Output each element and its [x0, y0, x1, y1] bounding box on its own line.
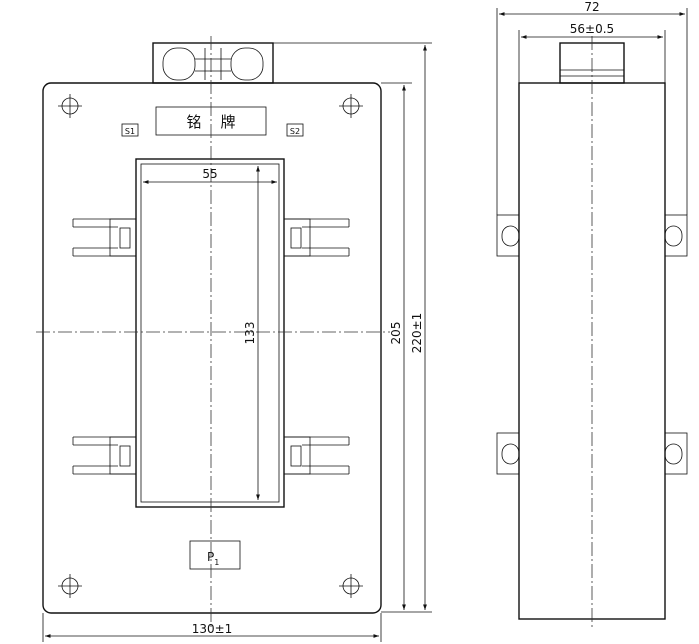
dim-terminal-width-label: 56±0.5: [570, 22, 614, 36]
mounting-clip-right-upper: [283, 218, 350, 257]
dimension-total-depth: 72: [496, 0, 688, 215]
mounting-clip-left-upper: [72, 218, 137, 257]
primary-window-inner: [140, 163, 280, 503]
terminal-s2-label: S2: [290, 127, 300, 136]
dim-body-height-label: 205: [389, 322, 403, 345]
mounting-hole-top-left: [58, 94, 82, 118]
dimension-overall-height: 220±1: [410, 45, 427, 610]
mounting-clip-left-lower: [72, 436, 137, 475]
dim-window-height-label: 133: [243, 322, 257, 345]
side-view: 72 56±0.5: [496, 0, 688, 628]
terminal-p1-box: [189, 540, 241, 570]
dimension-width: 130±1: [42, 613, 382, 642]
nameplate-label: 铭 牌: [186, 113, 235, 131]
dim-overall-height-label: 220±1: [410, 313, 424, 354]
mounting-hole-top-right: [339, 94, 363, 118]
side-clip-right-lower: [664, 432, 688, 475]
top-terminal-block: [152, 42, 274, 84]
side-clip-left-lower: [496, 432, 520, 475]
side-clip-right-upper: [664, 214, 688, 257]
transformer-body-outline: [42, 82, 382, 614]
dim-total-depth-label: 72: [584, 0, 599, 14]
side-clip-left-upper: [496, 214, 520, 257]
dimension-body-height: 205: [389, 85, 406, 610]
dimension-terminal-width: 56±0.5: [518, 22, 666, 83]
primary-window-outer: [135, 158, 285, 508]
dimension-window-height: 133: [243, 166, 260, 500]
mounting-hole-bottom-right: [339, 574, 363, 598]
dim-window-width-label: 55: [202, 167, 217, 181]
front-view: 铭 牌 S1 S2: [36, 36, 432, 642]
terminal-s2-box: [286, 123, 304, 137]
mounting-hole-bottom-left: [58, 574, 82, 598]
terminal-s1-box: [121, 123, 139, 137]
mounting-clip-right-lower: [283, 436, 350, 475]
terminal-s1-label: S1: [125, 127, 135, 136]
dimension-window-width: 55: [143, 167, 277, 184]
terminal-p1-label: P1: [207, 550, 219, 567]
dim-width-label: 130±1: [192, 622, 233, 636]
